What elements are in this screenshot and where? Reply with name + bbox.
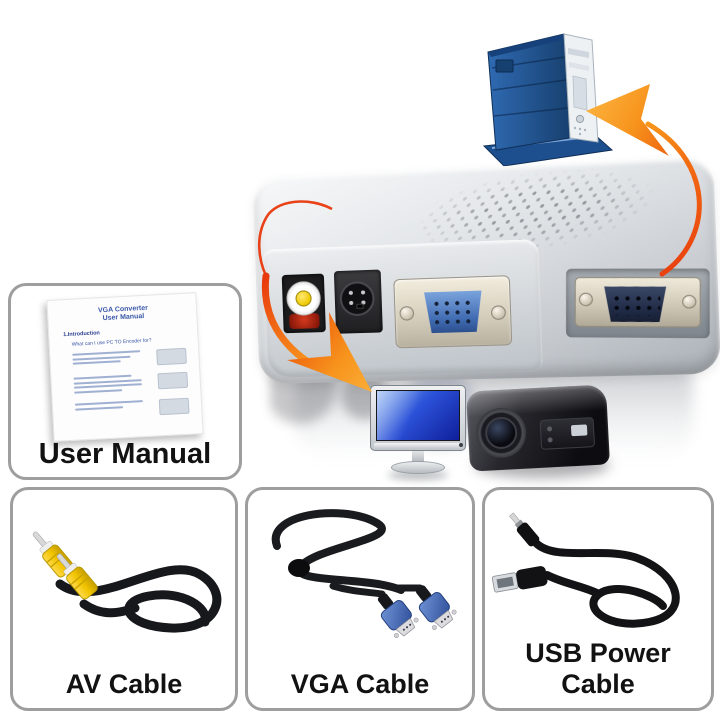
s-video-pin [349,300,354,306]
vga-cable-wire [329,582,386,598]
vga-cable-label: VGA Cable [290,669,430,699]
user-manual-page: VGA Converter User Manual 1.Introduction… [46,292,204,442]
monitor-sheen [377,391,459,440]
rca-plug-icon [56,553,98,600]
composite-video-port [281,273,326,334]
vga-pin-holes [610,293,660,316]
vga-hex-nut [578,292,593,307]
tower-drive-bay [569,62,589,71]
manual-intro-line: What can I use PC TO Encoder for? [71,337,152,348]
usb-a-plug-icon [491,566,548,593]
user-manual-label: User Manual [38,438,212,470]
manual-figure [156,347,187,366]
dc-barrel-plug-icon [509,512,540,547]
s-video-socket [339,280,376,317]
av-cable-card: AV Cable [10,487,238,711]
projector-label-plate [570,424,588,437]
tower-handle [495,59,514,73]
monitor-bezel-bar [374,443,462,448]
usb-cable-illustration [491,512,680,628]
usb-cable-wire [543,571,603,598]
monitor-neck [412,451,424,462]
converter-front-panel [262,238,543,378]
vga-hex-nut [490,305,507,321]
vga-port-front [393,275,513,349]
manual-paragraph [72,347,187,370]
vga-cable-illustration [271,509,457,638]
s-video-key-slot [356,303,364,309]
monitor-screen [376,390,460,441]
s-video-pin [348,290,353,295]
projector-lens-glass [484,416,519,450]
vga-pin-holes [430,297,477,327]
av-cable-label: AV Cable [65,669,183,699]
vga-hex-nut [399,306,415,321]
manual-figure [158,397,190,416]
usb-cable-wire [532,539,680,628]
tower-drive-bay [568,48,589,58]
vga-plug-icon [377,593,419,638]
rca-yellow-jack [295,290,312,307]
vga-cable-wire [271,509,405,594]
tower-top-edge [488,34,567,57]
projector-button [547,437,553,443]
s-video-port [333,269,383,334]
monitor-power-button [459,443,463,447]
manual-paragraph [74,397,190,420]
manual-title: VGA Converter User Manual [97,304,149,323]
vga-port-right [566,268,710,339]
vga-cable-card: VGA Cable [245,487,475,711]
s-video-pin [360,290,366,295]
av-cable-wire [79,599,140,618]
manual-figure [157,371,189,390]
rca-white-ring [285,280,322,317]
vga-right-bezel [574,276,701,328]
manual-paragraph [73,371,189,396]
vga-plug-icon [415,585,457,630]
vga-hex-nut [682,294,697,309]
user-manual-card: VGA Converter User Manual 1.Introduction… [8,283,242,480]
converter-box-illustration [252,156,720,384]
vga-dsub-dark [602,286,669,322]
av-cable-illustration [32,531,222,633]
computer-tower-illustration [482,33,614,167]
usb-power-cable-card: USB Power Cable [482,487,714,711]
projector-button [546,426,553,432]
projector-control-panel [539,417,596,450]
tower-front-strip [572,75,588,111]
projector-illustration [466,384,610,472]
tower-power-button [575,114,585,124]
monitor-frame [370,385,466,451]
ferrite-bead [288,559,310,577]
monitor-base [391,461,445,474]
monitor-illustration [370,385,466,479]
vga-dsub-blue [422,290,486,333]
usb-power-cable-label: USB Power Cable [525,638,671,699]
av-cable-wire [55,565,222,633]
